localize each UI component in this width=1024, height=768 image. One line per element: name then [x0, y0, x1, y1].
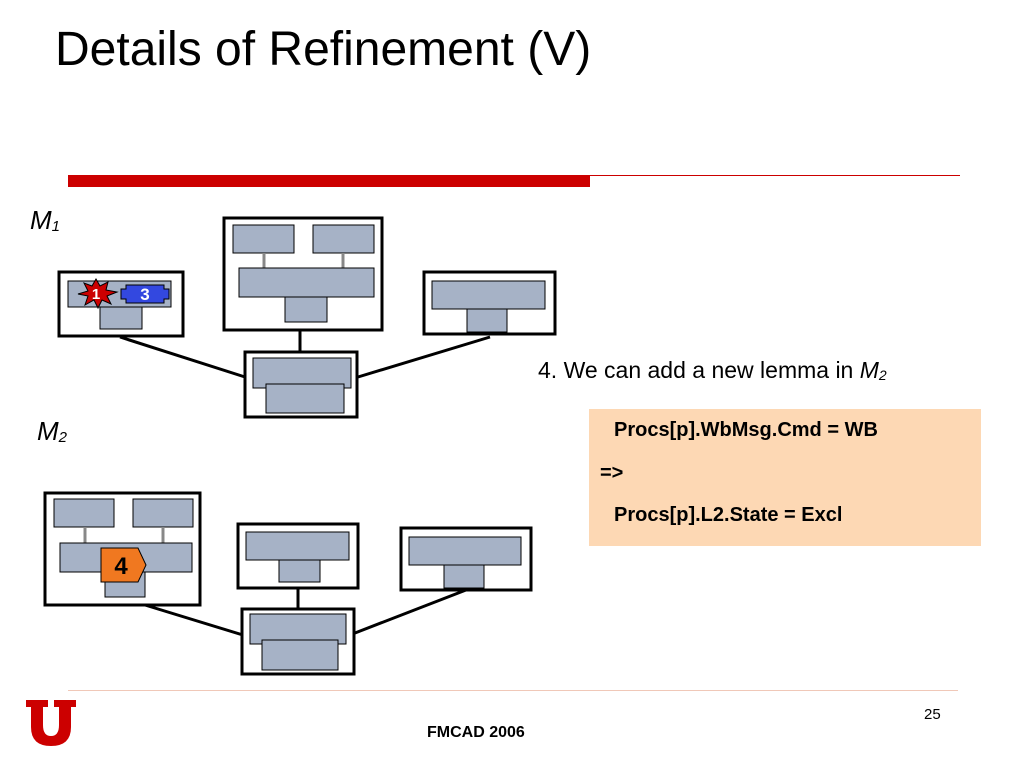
blue-badge-number: 3: [140, 285, 149, 304]
university-of-utah-u-logo: [26, 700, 76, 746]
blue-badge-3: [120, 284, 170, 304]
red-explosion-star-icon: [77, 277, 119, 310]
m1-label: M1: [30, 205, 61, 235]
orange-badge-number: 4: [114, 553, 128, 580]
footer-text: FMCAD 2006: [427, 724, 525, 741]
star-number: 1: [92, 286, 100, 303]
lemma-line-1: Procs[p].WbMsg.Cmd = WB: [614, 419, 878, 441]
m1-diagram: 1 3: [57, 216, 557, 419]
m2-diagram: 4: [43, 491, 533, 676]
title-accent-bar: [68, 175, 590, 187]
title-accent-line: [590, 175, 960, 176]
lemma-box: Procs[p].WbMsg.Cmd = WB => Procs[p].L2.S…: [589, 409, 981, 546]
lemma-line-3: Procs[p].L2.State = Excl: [614, 504, 843, 526]
slide-title: Details of Refinement (V): [55, 23, 592, 76]
page-number: 25: [924, 706, 941, 723]
orange-badge-4: [100, 547, 147, 583]
m2-label: M2: [37, 416, 68, 446]
lemma-line-2: =>: [600, 462, 624, 484]
footer-divider: [68, 690, 958, 691]
lemma-description: 4. We can add a new lemma in M2: [538, 357, 887, 383]
